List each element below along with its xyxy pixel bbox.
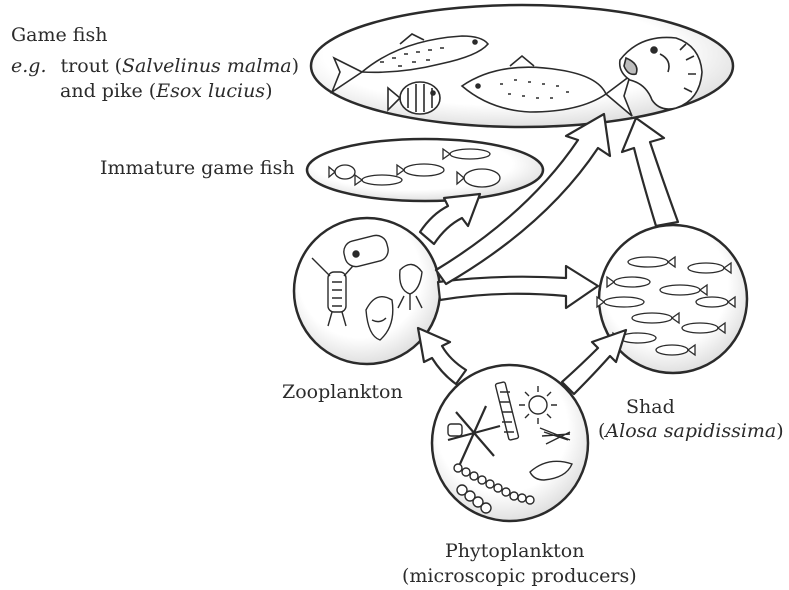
immature-game-fish-label: Immature game fish (100, 157, 295, 179)
game-fish-node (311, 5, 733, 127)
pike-text: and pike ( (60, 80, 156, 102)
game-fish-title: Game fish (11, 24, 107, 46)
arrow-phyto-to-shad (562, 330, 626, 394)
zooplankton-label: Zooplankton (282, 381, 403, 403)
arrow-shad-to-gamefish (622, 118, 678, 226)
cyst-icon (448, 424, 462, 436)
shad-scientific-line: (Alosa sapidissima) (598, 420, 784, 442)
trout-text: trout ( (61, 55, 122, 77)
pike-scientific-name: Esox lucius (156, 80, 265, 102)
shad-scientific-name: Alosa sapidissima (605, 420, 776, 442)
immature-game-fish-node (307, 139, 543, 201)
game-fish-label: Game fish (11, 24, 107, 46)
zooplankton-node (294, 218, 440, 364)
game-fish-pike-line: and pike (Esox lucius) (60, 80, 272, 102)
trout-close: ) (292, 55, 299, 77)
trout-scientific-name: Salvelinus malma (122, 55, 292, 77)
pike-close: ) (265, 80, 272, 102)
phytoplankton-node (432, 365, 588, 521)
eg-abbrev: e.g. (11, 55, 47, 77)
phytoplankton-description: (microscopic producers) (402, 565, 637, 587)
arrow-phyto-to-zoo (418, 328, 466, 384)
shad-close-paren: ) (776, 420, 783, 442)
phytoplankton-label: Phytoplankton (445, 540, 584, 562)
game-fish-trout-line: e.g. trout (Salvelinus malma) (11, 55, 299, 77)
shad-label: Shad (626, 396, 675, 418)
